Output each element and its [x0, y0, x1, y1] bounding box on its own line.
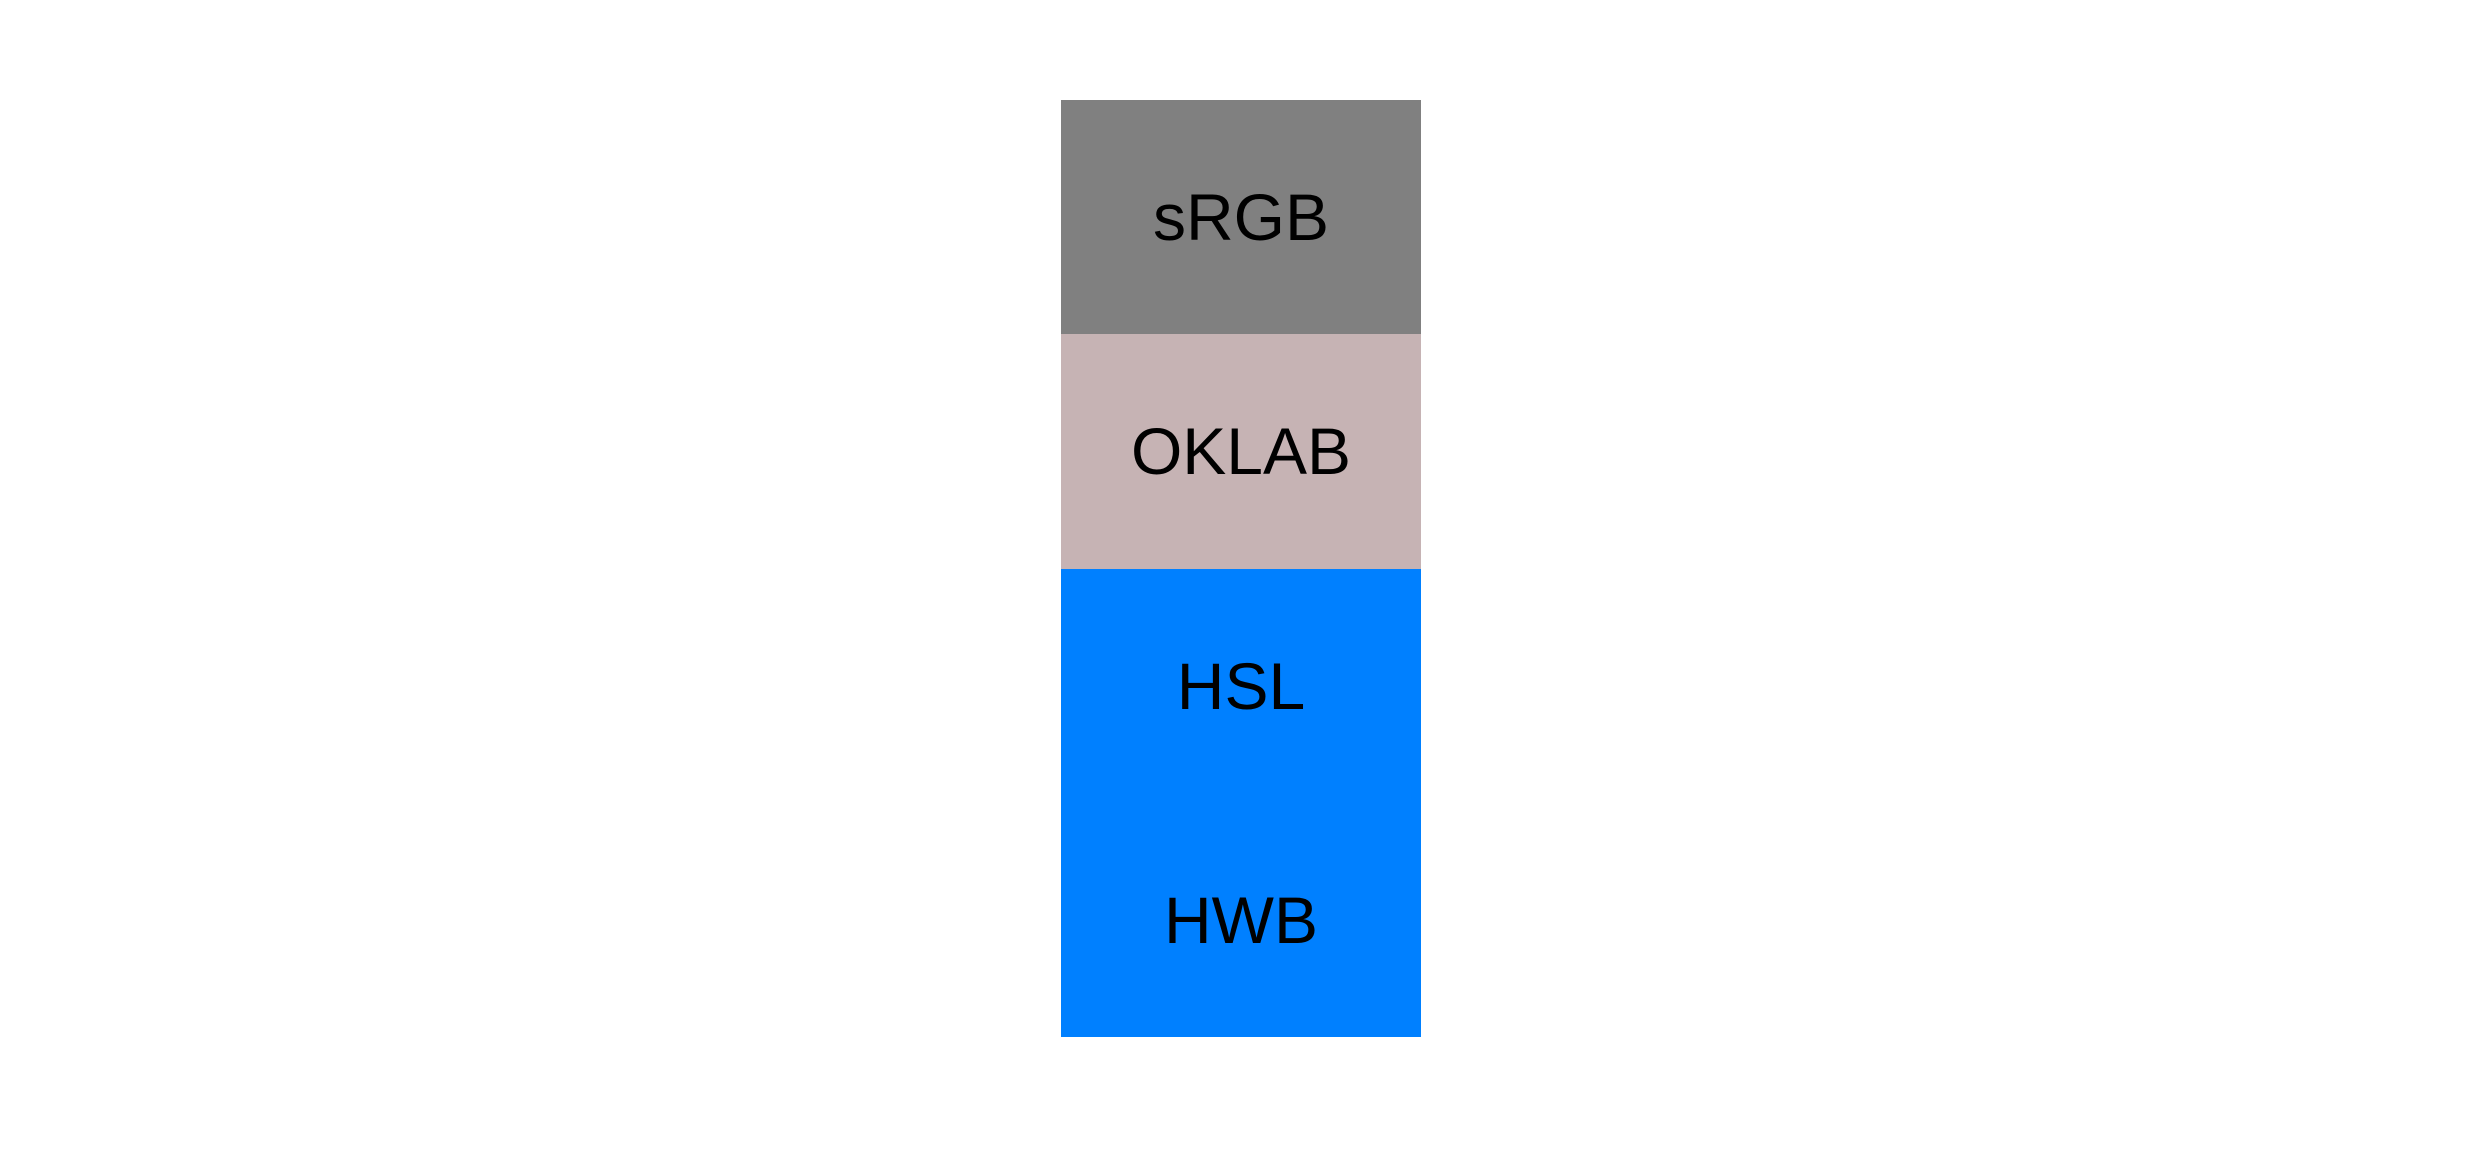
swatch-hsl-label: HSL [1176, 648, 1306, 723]
swatch-oklab: OKLAB [1061, 334, 1421, 569]
swatch-hwb: HWB [1061, 802, 1421, 1037]
swatch-hsl: HSL [1061, 568, 1421, 803]
swatch-srgb: sRGB [1061, 100, 1421, 335]
swatch-hwb-label: HWB [1164, 882, 1318, 957]
color-space-swatch-stack: sRGB OKLAB HSL HWB [1061, 100, 1421, 1037]
swatch-srgb-label: sRGB [1152, 180, 1330, 255]
swatch-oklab-label: OKLAB [1130, 414, 1352, 489]
